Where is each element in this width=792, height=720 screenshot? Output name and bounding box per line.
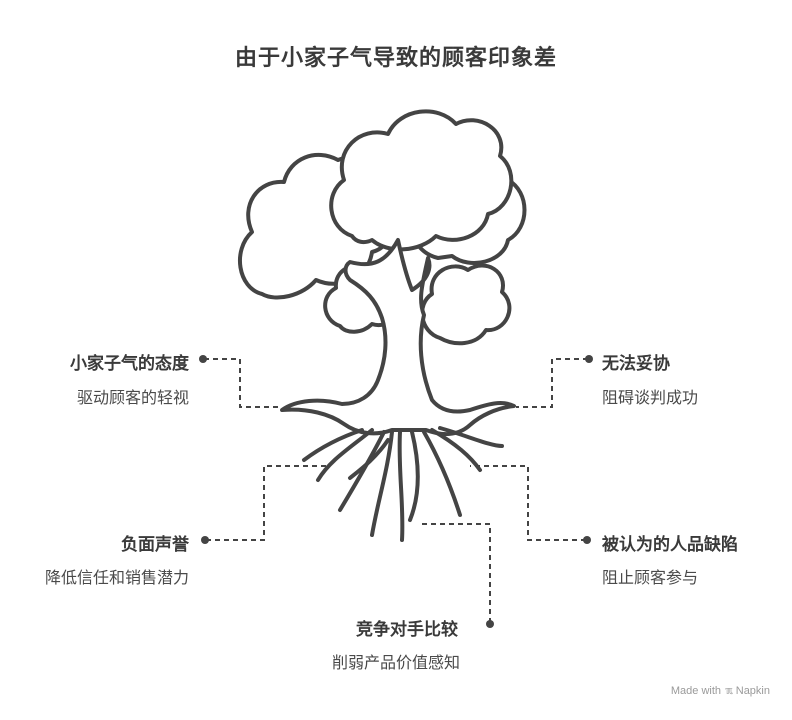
root-6	[408, 430, 420, 522]
connector-dot-bottom	[486, 620, 494, 628]
branch-description-right-bottom: 阻止顾客参与	[602, 568, 699, 587]
connector-bottom	[420, 523, 491, 623]
connector-right-top	[516, 358, 588, 408]
root-7	[422, 430, 462, 517]
canopy-small-right-cloud	[420, 263, 512, 346]
branch-label-right-bottom: 被认为的人品缺陷	[602, 535, 738, 555]
branch-label-left-top: 小家子气的态度	[70, 354, 189, 374]
branch-label-right-top: 无法妥协	[602, 354, 670, 374]
canopy-top-cloud	[329, 109, 514, 252]
root-4	[370, 430, 394, 537]
branch-label-bottom: 竞争对手比较	[356, 620, 458, 640]
made-with-text: Made with	[670, 685, 722, 697]
root-2	[302, 428, 364, 462]
connector-left-bottom	[206, 465, 330, 541]
napkin-logo-icon: ℼ	[725, 685, 733, 697]
connector-left-top	[204, 358, 282, 408]
connector-dot-left-top	[199, 355, 207, 363]
branch-description-right-top: 阻碍谈判成功	[602, 388, 699, 407]
connector-right-bottom	[470, 465, 586, 541]
connector-dot-right-top	[585, 355, 593, 363]
diagram-title: 由于小家子气导致的顾客印象差	[234, 46, 557, 71]
connector-dot-left-bottom	[201, 536, 209, 544]
root-10	[348, 438, 390, 480]
root-9	[438, 426, 504, 448]
root-1	[316, 428, 374, 482]
root-3	[338, 430, 386, 512]
napkin-brand-text: Napkin	[735, 685, 770, 697]
tree-trunk	[280, 238, 516, 436]
branch-description-left-top: 驱动顾客的轻视	[76, 388, 189, 407]
branch-description-left-bottom: 降低信任和销售潜力	[44, 568, 189, 587]
connector-dot-right-bottom	[583, 536, 591, 544]
root-5	[397, 430, 405, 542]
branch-label-left-bottom: 负面声誉	[121, 535, 189, 555]
branch-description-bottom: 削弱产品价值感知	[331, 653, 460, 672]
